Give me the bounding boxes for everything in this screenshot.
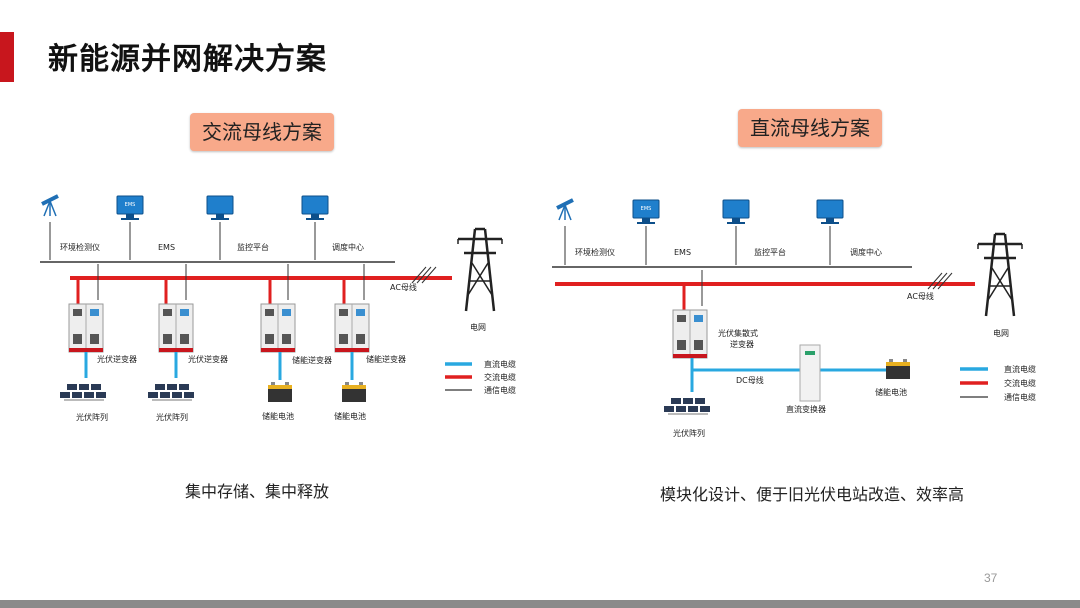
- ems-screen-label: EMS: [641, 206, 652, 212]
- bus-tick: [932, 272, 948, 290]
- ac-source-label: 储能电池: [334, 411, 366, 421]
- bus-tick: [416, 266, 432, 284]
- dispatch-center-icon: [301, 195, 329, 221]
- dc-scheme-diagram: EMS 环境检测仪 EMS 监控平台 调度中心 AC母线 电网 光伏集散式 逆变…: [552, 198, 1036, 438]
- dc-legend: 直流电缆 交流电缆 通信电缆: [960, 364, 1036, 402]
- legend-ac-cable: 交流电缆: [484, 372, 516, 382]
- dc-device-label-ems: EMS: [674, 248, 691, 257]
- bus-tick: [937, 272, 953, 290]
- ems-monitor-icon: [632, 199, 660, 225]
- monitoring-platform-icon: [722, 199, 750, 225]
- ac-source-label: 光伏阵列: [76, 412, 108, 422]
- dc-inverter-label-1: 光伏集散式: [718, 328, 758, 338]
- environment-monitor-icon: [555, 198, 575, 222]
- environment-monitor-icon: [40, 194, 60, 218]
- ac-device-label-monitor: 监控平台: [237, 242, 269, 252]
- dc-battery-label: 储能电池: [875, 387, 907, 397]
- storage-battery-icon: [268, 382, 292, 402]
- pv-array-icon: [663, 397, 711, 415]
- ems-monitor-icon: [116, 195, 144, 221]
- ac-device-label-env: 环境检测仪: [60, 242, 100, 252]
- dc-inverter-label-2: 逆变器: [730, 339, 754, 349]
- storage-inverter-icon: [260, 303, 296, 353]
- page-title: 新能源并网解决方案: [48, 42, 327, 77]
- dc-bus-label: DC母线: [736, 375, 764, 385]
- dc-scheme-caption: 模块化设计、便于旧光伏电站改造、效率高: [660, 485, 965, 504]
- ac-scheme-heading: 交流母线方案: [190, 113, 334, 151]
- dc-pv-label: 光伏阵列: [673, 428, 705, 438]
- monitoring-platform-icon: [206, 195, 234, 221]
- ac-inverter-column-3: 储能逆变器 储能电池: [260, 264, 332, 421]
- legend-comm-cable: 通信电缆: [484, 385, 516, 395]
- dc-device-label-dispatch: 调度中心: [850, 247, 882, 257]
- dc-converter-label: 直流变换器: [786, 404, 826, 414]
- ac-inverter-column-2: 光伏逆变器 光伏阵列: [147, 264, 228, 422]
- dc-scheme-heading: 直流母线方案: [738, 109, 882, 147]
- ac-grid-label: 电网: [470, 322, 486, 332]
- title-accent-bar: [0, 32, 14, 82]
- dc-grid-label: 电网: [993, 328, 1009, 338]
- storage-battery-icon: [342, 382, 366, 402]
- bus-tick: [421, 266, 437, 284]
- ac-bus-label: AC母线: [390, 282, 417, 292]
- ac-scheme-diagram: EMS 环境检测仪 EMS 监控平台 调度中心 AC母线 电网 光伏逆变器 光伏…: [40, 194, 516, 422]
- ac-device-label-ems: EMS: [158, 243, 175, 252]
- bus-tick: [927, 272, 943, 290]
- ac-scheme-caption: 集中存储、集中释放: [185, 482, 330, 501]
- grid-tower-icon: [456, 227, 504, 313]
- dc-ac-bus-label: AC母线: [907, 291, 934, 301]
- dc-device-label-monitor: 监控平台: [754, 247, 786, 257]
- centralized-pv-inverter-icon: [672, 309, 708, 359]
- page-number: 37: [984, 571, 998, 585]
- ac-inverter-label: 储能逆变器: [366, 354, 406, 364]
- dispatch-center-icon: [816, 199, 844, 225]
- ac-inverter-label: 光伏逆变器: [188, 354, 228, 364]
- ac-inverter-column-1: 光伏逆变器 光伏阵列: [59, 264, 137, 422]
- storage-battery-icon: [886, 359, 910, 379]
- ems-screen-label: EMS: [125, 202, 136, 208]
- pv-array-icon: [147, 383, 195, 401]
- legend-ac-cable: 交流电缆: [1004, 378, 1036, 388]
- bus-tick: [411, 266, 427, 284]
- legend-comm-cable: 通信电缆: [1004, 392, 1036, 402]
- ac-inverter-label: 光伏逆变器: [97, 354, 137, 364]
- footer-bar: [0, 600, 1080, 608]
- ac-device-label-dispatch: 调度中心: [332, 242, 364, 252]
- dc-converter-icon: [799, 344, 821, 402]
- dc-device-label-env: 环境检测仪: [575, 247, 615, 257]
- grid-tower-icon: [976, 232, 1024, 318]
- ac-source-label: 储能电池: [262, 411, 294, 421]
- pv-inverter-icon: [68, 303, 104, 353]
- ac-source-label: 光伏阵列: [156, 412, 188, 422]
- ac-inverter-label: 储能逆变器: [292, 355, 332, 365]
- ac-legend: 直流电缆 交流电缆 通信电缆: [445, 359, 516, 395]
- pv-array-icon: [59, 383, 107, 401]
- storage-inverter-icon: [334, 303, 370, 353]
- ac-inverter-column-4: 储能逆变器 储能电池: [334, 264, 406, 421]
- pv-inverter-icon: [158, 303, 194, 353]
- legend-dc-cable: 直流电缆: [484, 359, 516, 369]
- legend-dc-cable: 直流电缆: [1004, 364, 1036, 374]
